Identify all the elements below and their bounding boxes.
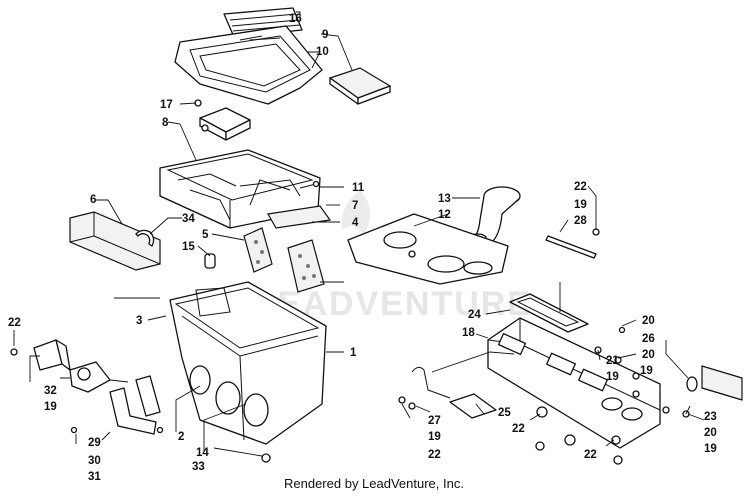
part-8-airbox-tray bbox=[159, 149, 321, 229]
callout-19-bottom: 19 bbox=[428, 431, 441, 443]
part-6-foam-block bbox=[69, 211, 161, 271]
part-12-gasket bbox=[347, 213, 509, 285]
leader-lines bbox=[13, 11, 705, 457]
callout-21: 21 bbox=[606, 355, 619, 367]
part-23-foam bbox=[701, 365, 743, 401]
callout-20-c: 20 bbox=[704, 427, 717, 439]
part-28-rod bbox=[545, 228, 600, 259]
callout-6: 6 bbox=[90, 194, 96, 206]
part-1-lower-airbox bbox=[169, 281, 327, 445]
part-14-plug bbox=[261, 453, 271, 463]
callout-22-right: 22 bbox=[584, 449, 597, 461]
part-10-airbox-lid bbox=[174, 25, 323, 105]
part-5-foam-piece bbox=[243, 227, 273, 273]
callout-19-top: 19 bbox=[574, 199, 587, 211]
part-18-intake-manifold bbox=[487, 317, 661, 449]
watermark-flame-icon bbox=[341, 190, 371, 235]
callout-22-top: 22 bbox=[574, 181, 587, 193]
callout-17: 17 bbox=[160, 99, 173, 111]
callout-28: 28 bbox=[574, 215, 587, 227]
callout-3: 3 bbox=[136, 315, 142, 327]
callout-7: 7 bbox=[352, 200, 358, 212]
part-32-bracket bbox=[10, 339, 71, 371]
callout-11: 11 bbox=[352, 182, 365, 194]
callout-labels: 16 9 10 17 8 11 7 4 6 34 5 15 13 12 22 1… bbox=[8, 13, 717, 483]
callout-22-mid: 22 bbox=[512, 423, 525, 435]
callout-10: 10 bbox=[316, 46, 329, 58]
callout-2: 2 bbox=[178, 431, 184, 443]
callout-4: 4 bbox=[352, 217, 359, 229]
callout-19-mid: 19 bbox=[606, 371, 619, 383]
callout-19-right: 19 bbox=[704, 443, 717, 455]
callout-22-left: 22 bbox=[8, 317, 21, 329]
callout-30: 30 bbox=[88, 455, 101, 467]
callout-19-mid2: 19 bbox=[640, 365, 653, 377]
part-8-module bbox=[199, 107, 251, 141]
part-4-foam-piece bbox=[287, 239, 325, 293]
callout-13: 13 bbox=[438, 193, 451, 205]
callout-18: 18 bbox=[462, 327, 475, 339]
callout-20-a: 20 bbox=[642, 315, 655, 327]
callout-25: 25 bbox=[498, 407, 511, 419]
callout-20-b: 20 bbox=[642, 349, 655, 361]
callout-24: 24 bbox=[468, 309, 481, 321]
callout-1: 1 bbox=[350, 347, 357, 359]
hardware-washers bbox=[398, 326, 690, 465]
render-credit: Rendered by LeadVenture, Inc. bbox=[284, 476, 464, 491]
part-26-cap bbox=[686, 376, 698, 392]
callout-16: 16 bbox=[289, 13, 302, 25]
callout-29: 29 bbox=[88, 437, 101, 449]
callout-15: 15 bbox=[182, 241, 195, 253]
callout-27: 27 bbox=[428, 415, 441, 427]
callout-22-bottom: 22 bbox=[428, 449, 441, 461]
part-25-slider bbox=[449, 393, 497, 419]
callout-32: 32 bbox=[44, 385, 57, 397]
callout-14: 14 bbox=[196, 447, 209, 459]
part-27-rod bbox=[411, 366, 451, 399]
callout-23: 23 bbox=[704, 411, 717, 423]
sensor-assembly bbox=[60, 361, 129, 393]
callout-19-left: 19 bbox=[44, 401, 57, 413]
part-9-filter-pad bbox=[328, 67, 392, 105]
part-15-plug bbox=[204, 253, 216, 269]
callout-5: 5 bbox=[202, 229, 209, 241]
part-11-screw bbox=[299, 180, 320, 189]
part-7-foam-seal bbox=[267, 205, 332, 229]
callout-9: 9 bbox=[322, 29, 328, 41]
callout-8: 8 bbox=[162, 117, 169, 129]
part-34-clip bbox=[135, 229, 155, 247]
callout-34: 34 bbox=[182, 213, 195, 225]
callout-12: 12 bbox=[438, 209, 451, 221]
callout-26: 26 bbox=[642, 333, 655, 345]
part-24-gasket bbox=[509, 293, 589, 333]
part-29-bracket bbox=[70, 375, 164, 435]
callout-33: 33 bbox=[192, 461, 205, 473]
callout-31: 31 bbox=[88, 471, 101, 483]
